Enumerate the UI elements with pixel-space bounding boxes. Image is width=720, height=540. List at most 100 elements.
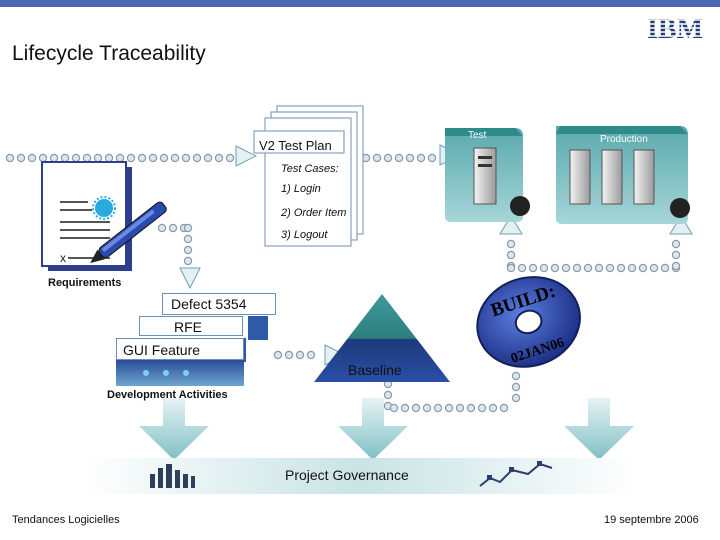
connector-dot [499,403,509,413]
prod-server-3 [633,149,655,205]
governance-arrows [139,398,634,460]
connector-dot [572,263,582,273]
connector-dot [71,153,81,163]
connector-dot [422,403,432,413]
gui-feature-card: GUI Feature [116,338,244,360]
seal-icon [95,199,113,217]
top-accent-bar [0,0,720,7]
connector-dot [115,153,125,163]
connector-dot [638,263,648,273]
connector-dot [93,153,103,163]
footer-date: 19 septembre 2006 [604,514,699,526]
test-server [473,147,497,205]
connector-dot [372,153,382,163]
connector-dot [539,263,549,273]
status-light-3 [183,370,189,376]
arrow-into-defect [179,267,201,290]
connector-dot [649,263,659,273]
connector-dot [506,263,516,273]
connector-dot [82,153,92,163]
arrow-up-production [669,215,693,235]
production-cd-icon [670,198,690,218]
connector-dot [517,263,527,273]
footer-left-text: Tendances Logicielles [12,514,120,526]
prod-server-1 [569,149,591,205]
connector-dot [38,153,48,163]
connector-dot [671,239,681,249]
baseline-label: Baseline [348,362,402,378]
connector-dot [137,153,147,163]
connector-dot [671,250,681,260]
connector-dot [506,239,516,249]
connector-dot [444,403,454,413]
connector-dot [660,263,670,273]
ibm-logo: IBM [642,14,708,42]
dev-activity-panel [116,360,244,386]
connector-dot [16,153,26,163]
down-arrow-left [139,398,209,460]
connector-dot [27,153,37,163]
test-plan-stack [253,105,364,247]
connector-dot [383,390,393,400]
test-case-item: 2) Order Item [281,207,347,219]
development-label: Development Activities [107,389,228,401]
slide-title: Lifecycle Traceability [12,42,206,65]
connector-dot [183,223,193,233]
connector-dot [383,153,393,163]
connector-dot [5,153,15,163]
down-arrow-right [564,398,634,460]
baseline-triangle [314,294,450,382]
pen-icon [90,201,167,264]
production-env-label: Production [600,134,648,145]
connector-dot [400,403,410,413]
connector-dot [181,153,191,163]
build-cd-icon: BUILD: 02JAN06 [476,276,581,368]
governance-label: Project Governance [285,467,409,483]
dotted-connectors [5,153,681,413]
connector-dot [157,223,167,233]
connector-dot [214,153,224,163]
connector-dot [411,403,421,413]
connector-dot [306,350,316,360]
connector-dot [104,153,114,163]
arrow-into-test-plan [235,145,258,167]
connector-dot [148,153,158,163]
status-light-2 [163,370,169,376]
defect-card: Defect 5354 [162,293,276,315]
status-light-1 [143,370,149,376]
connector-dot [594,263,604,273]
prod-server-2 [601,149,623,205]
connector-dot [488,403,498,413]
test-case-item: 3) Logout [281,229,328,241]
connector-dot [203,153,213,163]
production-environment [556,126,690,224]
connector-dot [49,153,59,163]
connector-dot [466,403,476,413]
down-arrow-center [338,398,408,460]
connector-dot [192,153,202,163]
connector-dot [394,153,404,163]
connector-dot [455,403,465,413]
connector-dot [511,393,521,403]
bar-chart-icon [150,464,195,488]
connector-dot [427,153,437,163]
governance-bar [80,458,640,494]
connector-dot [170,153,180,163]
connector-dot [550,263,560,273]
connector-dot [561,263,571,273]
connector-dot [126,153,136,163]
trend-markers [487,461,542,480]
connector-dot [225,153,235,163]
test-environment [445,128,530,222]
connector-dot [168,223,178,233]
test-cases-label: Test Cases: [281,163,339,175]
connector-dot [616,263,626,273]
connector-dot [284,350,294,360]
requirements-document: x [41,161,167,271]
connector-dot [389,403,399,413]
connector-dot [511,371,521,381]
requirements-label: Requirements [48,277,122,289]
test-cd-icon [510,196,530,216]
connector-dot [671,261,681,271]
